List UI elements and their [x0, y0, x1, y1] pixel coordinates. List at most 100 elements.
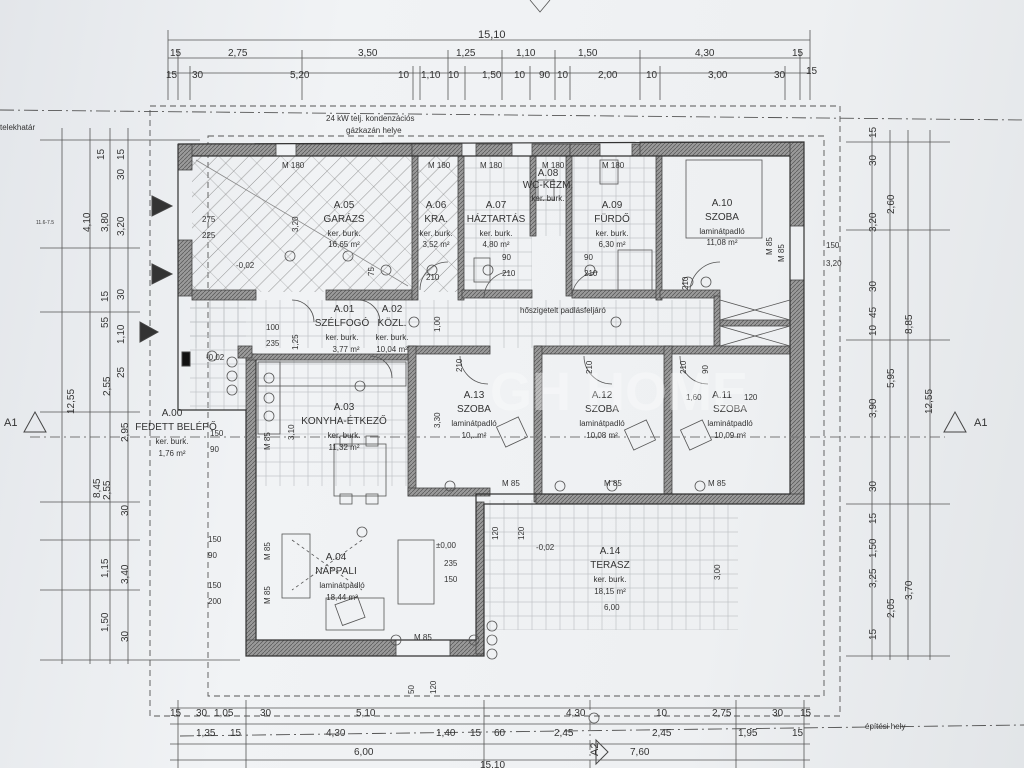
dim-label: 12,55 — [66, 389, 77, 414]
room-id: A.06 — [426, 200, 447, 211]
room-id: A.07 — [486, 200, 507, 211]
dim-label: 90 — [539, 70, 551, 81]
room-name: SZOBA — [585, 404, 619, 415]
room-finish: laminátpadló — [451, 419, 497, 428]
dim-label: 15 — [792, 48, 804, 59]
dim-label: 10 — [868, 324, 879, 336]
room-id: A.01 — [334, 304, 355, 315]
dim-label: 1,10 — [421, 70, 441, 81]
dim-label: 15 — [170, 48, 182, 59]
room-furdo: A.09 FÜRDŐ ker. burk. 6,30 m² — [594, 200, 630, 249]
interior-dim: 120 — [491, 526, 500, 540]
room-finish: ker. burk. — [594, 575, 627, 584]
room-id: A.13 — [464, 390, 485, 401]
interior-dim: 235 — [444, 559, 458, 568]
interior-dim: 200 — [208, 597, 222, 606]
dim-label: 2,75 — [712, 708, 732, 719]
dim-label: 30 — [868, 280, 879, 292]
boiler-note-1: 24 kW telj. kondenzációs — [326, 114, 415, 123]
dim-label: 2,00 — [598, 70, 618, 81]
room-name: KRA. — [424, 214, 447, 225]
room-area: 11,32 m² — [329, 443, 360, 452]
dim-label: 3,80 — [100, 212, 111, 232]
left-dimension-text: 12,55 8,45 4,10 2,55 2,95 2,55 15 3,80 1… — [66, 148, 131, 642]
dim-label: 45 — [868, 306, 879, 318]
room-finish: laminátpadló — [707, 419, 753, 428]
level-terrace: -0,02 — [536, 543, 555, 552]
door-mark: M 85 — [263, 542, 272, 560]
dim-label: 1,10 — [116, 324, 127, 344]
interior-dim: 3,00 — [713, 564, 722, 580]
dim-label: 30 — [196, 708, 208, 719]
room-area: 10,..m² — [462, 431, 487, 440]
interior-dim: 120 — [429, 680, 438, 694]
dim-label: 2,45 — [652, 728, 672, 739]
dim-label: 4,30 — [326, 728, 346, 739]
room-name: KÖZL. — [378, 317, 407, 329]
room-finish: laminátpadló — [699, 227, 745, 236]
room-area: 4,80 m² — [482, 240, 509, 249]
interior-dim: 90 — [701, 365, 710, 374]
dim-label: 10 — [656, 708, 668, 719]
dim-label: 30 — [116, 168, 127, 180]
room-name: SZOBA — [457, 404, 491, 415]
interior-dim: 235 — [266, 339, 280, 348]
room-finish: ker. burk. — [420, 229, 453, 238]
room-wc: A.08 WC-KÉZM. ker. burk. — [523, 168, 574, 203]
room-name: SZOBA — [705, 212, 739, 223]
boiler-note-2: gázkazán helye — [346, 126, 402, 135]
section-markers — [23, 195, 967, 768]
dim-label: 2,60 — [886, 194, 897, 214]
room-area: 3,52 m² — [422, 240, 449, 249]
dim-label: 1,50 — [100, 612, 111, 632]
dim-label: 15 — [868, 512, 879, 524]
room-name: HÁZTARTÁS — [467, 212, 526, 225]
bottom-dimension-lines — [170, 700, 810, 768]
interior-dim: 1,00 — [433, 316, 442, 332]
room-garage: A.05 GARÁZS ker. burk. 16,65 m² — [323, 200, 364, 249]
dim-label: 1,50 — [868, 538, 879, 558]
room-name: TERASZ — [590, 560, 629, 571]
room-name: NAPPALI — [315, 566, 357, 577]
room-fedett-belepo: A.00 FEDETT BELÉPŐ ker. burk. 1,76 m² — [135, 408, 217, 458]
interior-dim: 210 — [455, 358, 464, 372]
room-szelfogo: A.01 SZÉLFOGÓ ker. burk. 3,77 m² — [315, 304, 370, 354]
dim-label: 5,95 — [886, 368, 897, 388]
dim-label: 6,00 — [354, 747, 374, 758]
room-name: WC-KÉZM. — [523, 178, 574, 191]
plot-boundary-label: telekhatár — [0, 123, 35, 132]
plot-boundary-lines — [0, 105, 1024, 737]
interior-dim: 150 — [444, 575, 458, 584]
dim-label: 1,50 — [482, 70, 502, 81]
interior-dim: 100 — [266, 323, 280, 332]
door-mark: M 85 — [263, 586, 272, 604]
room-id: A.11 — [712, 390, 732, 401]
door-mark: M 85 — [414, 633, 432, 642]
dim-label: 3,00 — [708, 70, 728, 81]
dim-label: 1,25 — [456, 48, 476, 59]
room-terasz: A.14 TERASZ ker. burk. 18,15 m² — [590, 546, 629, 596]
dim-label: 55 — [100, 316, 111, 328]
interior-dim: 120 — [517, 526, 526, 540]
dim-label: 10 — [448, 70, 460, 81]
door-mark: M 180 — [282, 161, 305, 170]
dim-label: 30 — [774, 70, 786, 81]
dim-label: 15,10 — [480, 760, 505, 768]
door-mark: M 180 — [480, 161, 503, 170]
dim-label: 15 — [100, 290, 111, 302]
room-haztartas: A.07 HÁZTARTÁS ker. burk. 4,80 m² — [467, 200, 526, 249]
dim-label: 1,50 — [578, 48, 598, 59]
dim-label: 15 — [230, 728, 242, 739]
interior-dim: 90 — [502, 253, 511, 262]
interior-dim: 150 — [826, 241, 840, 250]
dim-label: 1,40 — [436, 728, 456, 739]
room-finish: ker. burk. — [532, 194, 565, 203]
dim-label: 2,75 — [228, 48, 248, 59]
dim-label: 10 — [398, 70, 410, 81]
dim-label: 15 — [868, 628, 879, 640]
interior-dimensions: 275 225 210 210 90 210 90 210 210 100 23… — [202, 215, 842, 694]
dim-label: 15 — [800, 708, 812, 719]
dim-label: 15 — [470, 728, 482, 739]
room-id: A.10 — [712, 198, 733, 209]
